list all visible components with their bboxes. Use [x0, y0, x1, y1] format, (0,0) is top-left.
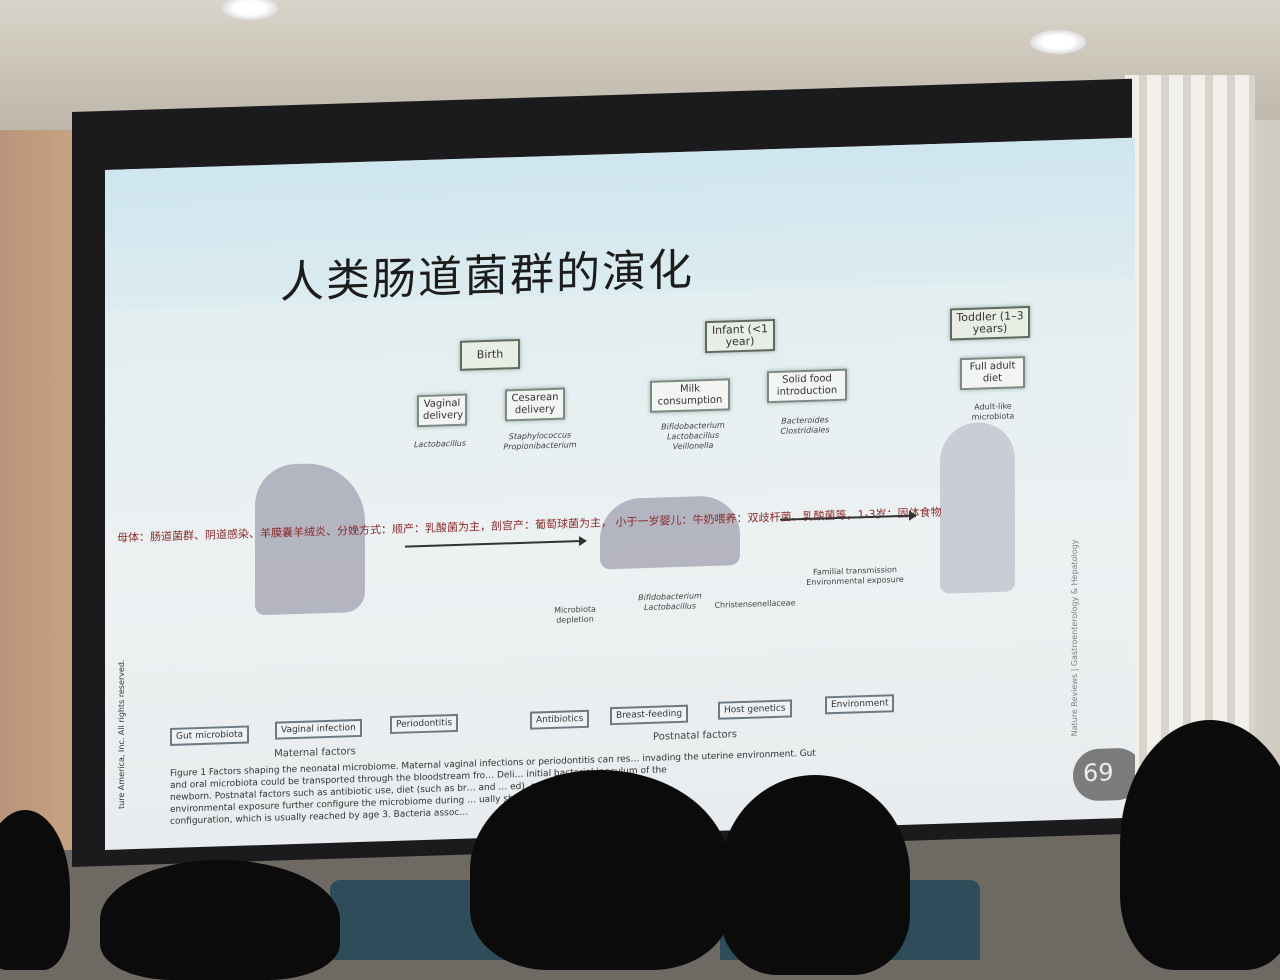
bacteria-label: Adult-like microbiota: [971, 401, 1015, 422]
stage-toddler: Toddler (1–3 years): [950, 305, 1030, 341]
crawling-baby-silhouette: [600, 495, 740, 570]
copyright: ture America, Inc. All rights reserved.: [117, 659, 126, 810]
audience-head: [100, 860, 340, 980]
bacteria-label: Staphylococcus Propionibacterium: [503, 430, 577, 452]
note: Bifidobacterium Lactobacillus: [638, 591, 702, 613]
factor-host-genetics: Host genetics: [718, 699, 792, 720]
factor-environment: Environment: [825, 694, 895, 715]
wall-left: [0, 130, 80, 850]
side-credit: Nature Reviews | Gastroenterology & Hepa…: [1070, 539, 1079, 737]
sub-milk-consumption: Milk consumption: [650, 378, 730, 413]
factor-periodontitis: Periodontitis: [390, 713, 459, 735]
audience-head: [470, 770, 730, 970]
stage-birth: Birth: [460, 338, 520, 371]
note: Microbiota depletion: [554, 604, 596, 625]
audience-head: [0, 810, 70, 970]
page-number: 69: [1073, 747, 1135, 802]
curtain: [1125, 75, 1255, 795]
maternal-factors-label: Maternal factors: [274, 746, 356, 760]
toddler-silhouette: [940, 421, 1015, 594]
sub-solid-food: Solid food introduction: [767, 368, 847, 404]
factor-vaginal-infection: Vaginal infection: [275, 718, 362, 740]
arrow-right: [405, 539, 585, 548]
factor-antibiotics: Antibiotics: [530, 709, 590, 730]
audience-head: [720, 775, 910, 975]
ceiling-lamp: [222, 0, 278, 20]
slide: 人类肠道菌群的演化 Birth Vaginal delivery Cesarea…: [105, 137, 1135, 850]
chinese-annotation: 母体：肠道菌群、阴道感染、羊膜囊羊绒炎、分娩方式：顺产：乳酸菌为主，剖宫产：葡萄…: [117, 505, 942, 545]
bacteria-label: Lactobacillus: [413, 438, 467, 450]
audience-head: [1120, 720, 1280, 970]
sub-vaginal-delivery: Vaginal delivery: [417, 393, 467, 428]
slide-title: 人类肠道菌群的演化: [280, 244, 694, 309]
stage-infant: Infant (<1 year): [705, 318, 775, 354]
bacteria-label: Bifidobacterium Lactobacillus Veillonell…: [661, 420, 725, 452]
note: Christensenellaceae: [714, 598, 796, 610]
note: Familial transmission Environmental expo…: [806, 565, 904, 587]
sub-cesarean-delivery: Cesarean delivery: [505, 387, 565, 422]
sub-full-adult-diet: Full adult diet: [960, 356, 1025, 391]
ceiling-lamp: [1030, 30, 1086, 54]
bacteria-label: Bacteroides Clostridiales: [780, 415, 830, 436]
factor-breast-feeding: Breast-feeding: [610, 704, 689, 726]
factor-gut-microbiota: Gut microbiota: [170, 725, 250, 746]
postnatal-factors-label: Postnatal factors: [653, 729, 737, 743]
